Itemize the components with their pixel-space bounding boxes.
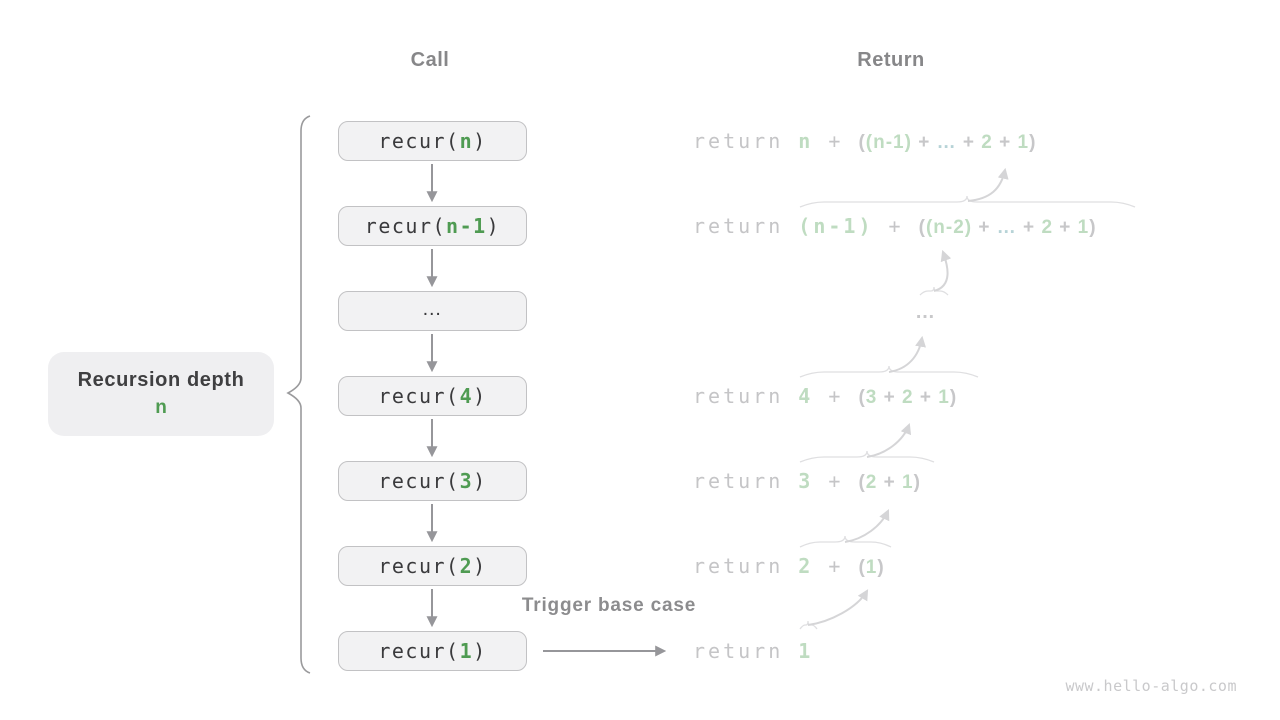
trigger-base-case-label: Trigger base case — [521, 595, 697, 616]
call-box-text: recur(n) — [378, 129, 487, 153]
return-arrow-3 — [888, 335, 926, 373]
return-row-ellipsis: … — [915, 301, 938, 323]
return-row-3: return 3 + (2 + 1) — [693, 469, 921, 493]
return-overbrace-row5 — [799, 450, 935, 463]
return-row-n-1: return (n-1) + ((n-2) + … + 2 + 1) — [693, 214, 1097, 238]
call-box-recur-n-1: recur(n-1) — [338, 206, 527, 246]
recursion-depth-label: Recursion depth n — [48, 352, 274, 436]
call-column-header: Call — [410, 49, 450, 71]
return-arrow-5 — [844, 509, 890, 543]
call-box-text: … — [421, 297, 444, 320]
return-overbrace-row2 — [799, 195, 1136, 208]
call-box-text: recur(1) — [378, 639, 487, 663]
call-box-text: recur(3) — [378, 469, 487, 493]
call-box-ellipsis: … — [338, 291, 527, 331]
return-arrow-4 — [866, 422, 912, 458]
call-box-recur-3: recur(3) — [338, 461, 527, 501]
depth-brace — [286, 115, 311, 674]
return-arrow-6 — [807, 589, 869, 626]
return-row-1: return 1 — [693, 639, 814, 663]
call-box-recur-n: recur(n) — [338, 121, 527, 161]
return-arrow-2 — [933, 249, 952, 292]
return-overbrace-row4 — [799, 365, 979, 378]
call-box-recur-1: recur(1) — [338, 631, 527, 671]
call-box-recur-2: recur(2) — [338, 546, 527, 586]
call-box-recur-4: recur(4) — [338, 376, 527, 416]
recursion-depth-title: Recursion depth — [77, 369, 245, 391]
return-row-n: return n + ((n-1) + … + 2 + 1) — [693, 129, 1037, 153]
return-row-4: return 4 + (3 + 2 + 1) — [693, 384, 958, 408]
recursion-depth-value: n — [155, 397, 167, 418]
call-box-text: recur(n-1) — [364, 214, 501, 238]
return-overbrace-row7 — [799, 620, 818, 630]
call-box-text: recur(4) — [378, 384, 487, 408]
return-overbrace-row3 — [919, 286, 949, 296]
return-arrow-1 — [967, 167, 1009, 202]
return-column-header: Return — [857, 49, 925, 71]
watermark: www.hello-algo.com — [1065, 677, 1237, 695]
call-box-text: recur(2) — [378, 554, 487, 578]
return-overbrace-row6 — [799, 535, 892, 548]
return-row-2: return 2 + (1) — [693, 554, 885, 578]
